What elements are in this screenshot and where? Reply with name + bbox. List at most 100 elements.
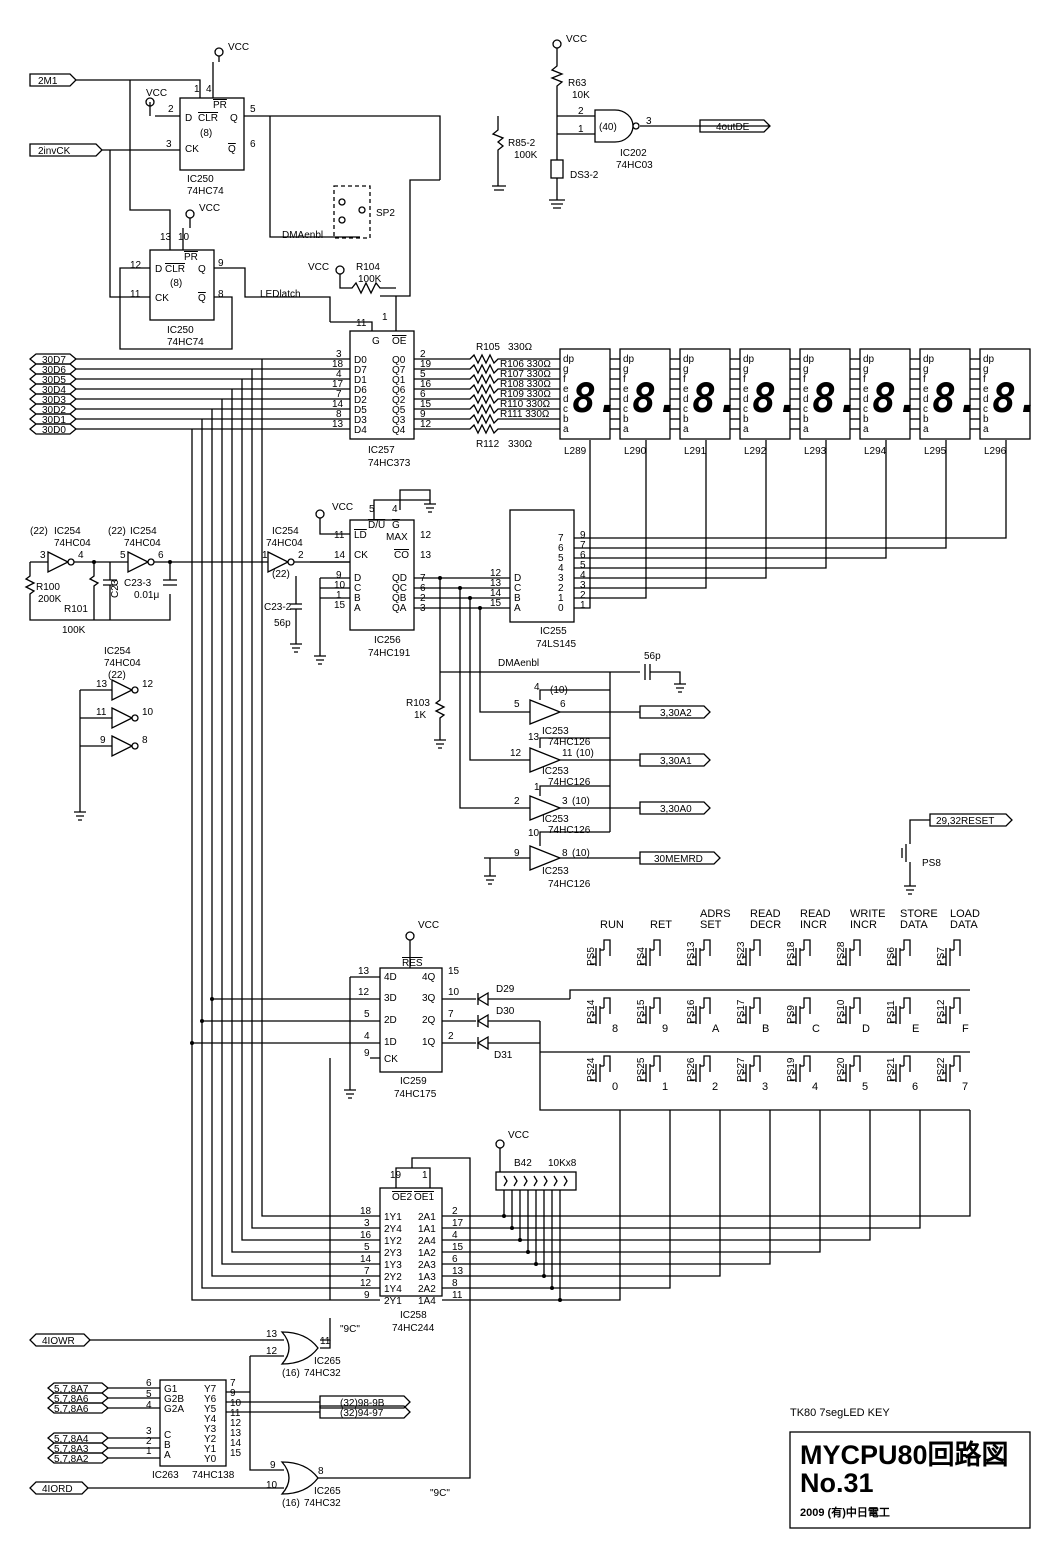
svg-text:Y0: Y0	[204, 1454, 217, 1465]
svg-text:1: 1	[558, 593, 564, 604]
svg-text:IC250: IC250	[187, 174, 214, 185]
svg-text:7: 7	[448, 1009, 454, 1020]
led-seg-label: g	[563, 364, 569, 375]
svg-text:5,7,8A3: 5,7,8A3	[54, 1444, 89, 1455]
key-ps-label: PS13	[686, 941, 697, 966]
net-ledlatch-label: LEDlatch	[260, 289, 301, 300]
led-seg-label: f	[623, 374, 626, 385]
svg-text:74HC175: 74HC175	[394, 1089, 437, 1100]
svg-text:1Y4: 1Y4	[384, 1284, 402, 1295]
svg-text:10: 10	[334, 580, 346, 591]
svg-text:2: 2	[146, 1436, 152, 1447]
net-reset-flag	[929, 813, 1013, 827]
svg-text:15: 15	[452, 1242, 464, 1253]
svg-text:D: D	[354, 573, 361, 584]
svg-text:(10): (10)	[576, 748, 594, 759]
svg-text:17: 17	[332, 379, 344, 390]
svg-text:13: 13	[266, 1329, 278, 1340]
net-2m1-flag	[29, 73, 77, 87]
svg-text:Q: Q	[230, 113, 238, 124]
svg-text:QA: QA	[392, 603, 407, 614]
svg-text:0.01μ: 0.01μ	[134, 590, 159, 601]
led-seg-label: g	[683, 364, 689, 375]
key-matrix: PS5RUNPS4RETPS13ADRSSETPS23READDECRPS18R…	[586, 908, 980, 1093]
svg-text:Y4: Y4	[204, 1414, 217, 1425]
title-block	[789, 1431, 1031, 1529]
svg-text:9: 9	[580, 530, 586, 541]
led-seg-label: b	[683, 414, 689, 425]
svg-text:30D2: 30D2	[42, 405, 66, 416]
svg-text:5: 5	[420, 369, 426, 380]
title-line-3: 2009 (有)中日電工	[800, 1505, 890, 1519]
key-ps-label: PS21	[886, 1057, 897, 1082]
svg-text:29,32RESET: 29,32RESET	[936, 816, 994, 827]
svg-text:2Y4: 2Y4	[384, 1224, 402, 1235]
svg-text:2: 2	[578, 106, 584, 117]
svg-text:330Ω: 330Ω	[508, 342, 533, 353]
svg-text:74HC126: 74HC126	[548, 879, 591, 890]
svg-text:74HC32: 74HC32	[304, 1368, 341, 1379]
svg-text:4IOWR: 4IOWR	[42, 1336, 75, 1347]
led-seg-label: d	[923, 394, 929, 405]
svg-text:9: 9	[336, 570, 342, 581]
svg-text:74HC126: 74HC126	[548, 737, 591, 748]
svg-text:C23: C23	[110, 579, 121, 598]
svg-text:2Y2: 2Y2	[384, 1272, 402, 1283]
svg-text:2: 2	[448, 1031, 454, 1042]
led-seg-label: f	[983, 374, 986, 385]
svg-text:CK: CK	[155, 293, 169, 304]
svg-text:1: 1	[262, 550, 268, 561]
svg-text:QD: QD	[392, 573, 407, 584]
svg-text:Q2: Q2	[392, 395, 406, 406]
led-seg-label: g	[623, 364, 629, 375]
svg-text:1: 1	[336, 590, 342, 601]
ic250-upper: D CLR (8) PR Q CK Q IC250 74HC74	[179, 97, 245, 197]
key-ps-label: PS20	[836, 1057, 847, 1082]
svg-text:200K: 200K	[38, 594, 62, 605]
svg-text:DMAenbl: DMAenbl	[282, 230, 323, 241]
svg-text:10Kx8: 10Kx8	[548, 1158, 577, 1169]
svg-text:1: 1	[382, 312, 388, 323]
svg-text:VCC: VCC	[566, 34, 587, 45]
svg-text:A: A	[514, 603, 521, 614]
svg-text:4: 4	[146, 1400, 152, 1411]
key-ps-label: PS22	[936, 1057, 947, 1082]
svg-text:VCC: VCC	[508, 1130, 529, 1141]
svg-text:6: 6	[146, 1378, 152, 1389]
svg-text:30D1: 30D1	[42, 415, 66, 426]
svg-text:R108 330Ω: R108 330Ω	[500, 379, 551, 390]
led-seg-label: a	[743, 424, 749, 435]
key-hex-label: 9	[662, 1023, 668, 1035]
led-label: L294	[864, 446, 887, 457]
vcc-symbol-7: VCC	[405, 920, 439, 941]
svg-text:2Y3: 2Y3	[384, 1248, 402, 1259]
svg-text:14: 14	[332, 399, 344, 410]
svg-text:4: 4	[392, 504, 398, 515]
svg-text:11: 11	[356, 318, 367, 329]
svg-text:"9C": "9C"	[430, 1488, 450, 1499]
svg-text:D6: D6	[354, 385, 367, 396]
svg-text:7: 7	[230, 1378, 236, 1389]
svg-text:2Q: 2Q	[422, 1015, 436, 1026]
svg-text:1: 1	[580, 600, 586, 611]
svg-text:(8): (8)	[170, 278, 182, 289]
led-seg-label: dp	[683, 354, 695, 365]
key-function-label: SET	[700, 919, 722, 931]
svg-text:100K: 100K	[358, 274, 382, 285]
svg-text:R107 330Ω: R107 330Ω	[500, 369, 551, 380]
led-seg-label: a	[803, 424, 809, 435]
svg-text:1: 1	[194, 84, 200, 95]
svg-text:74HC126: 74HC126	[548, 825, 591, 836]
key-ps-label: PS4	[636, 947, 647, 966]
svg-text:18: 18	[332, 359, 344, 370]
svg-text:1Y1: 1Y1	[384, 1212, 402, 1223]
svg-text:VCC: VCC	[228, 42, 249, 53]
key-hex-label: 0	[612, 1081, 618, 1093]
svg-text:9: 9	[364, 1290, 370, 1301]
svg-text:74LS145: 74LS145	[536, 639, 576, 650]
led-seg-label: b	[623, 414, 629, 425]
